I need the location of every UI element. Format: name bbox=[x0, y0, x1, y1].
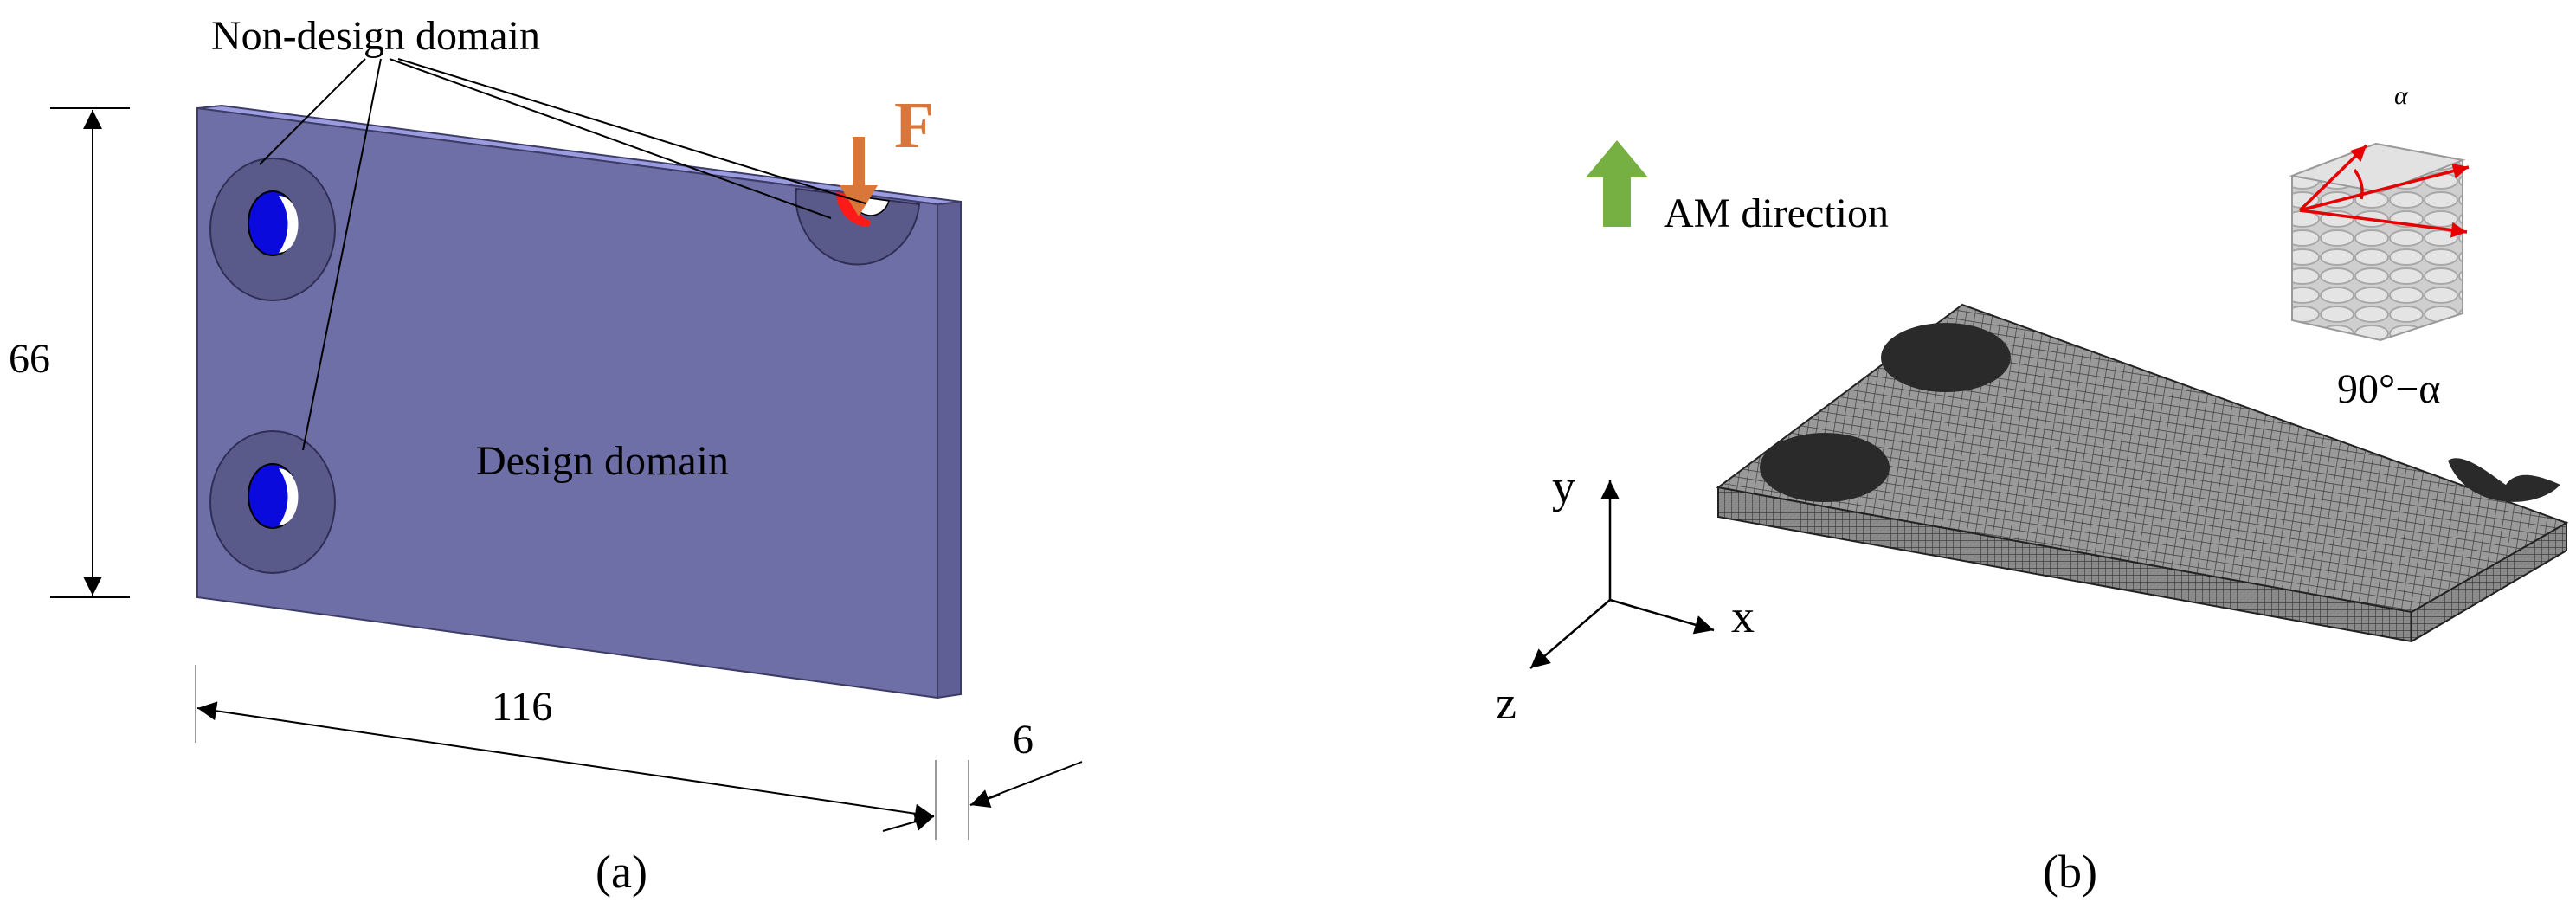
dimension-height bbox=[50, 107, 130, 598]
upper-hole bbox=[248, 190, 299, 256]
raster-block-inset: α bbox=[2289, 81, 2470, 342]
lower-hole bbox=[248, 463, 299, 529]
angle-label: 90°−α bbox=[2337, 366, 2440, 412]
coordinate-axes bbox=[1530, 480, 1715, 669]
axis-y-label: y bbox=[1552, 461, 1575, 512]
dimension-thickness-label: 6 bbox=[1013, 717, 1034, 763]
non-design-leader-lines bbox=[259, 58, 866, 451]
fiber-orientation-arrows bbox=[2298, 144, 2470, 238]
axis-z-arrow bbox=[1530, 599, 1611, 669]
am-direction-arrow bbox=[1586, 140, 1648, 227]
load-region bbox=[836, 192, 871, 227]
force-label: F bbox=[894, 89, 934, 162]
design-domain-label: Design domain bbox=[476, 438, 729, 484]
panel-a: F Non-design domain Design domain 66 116 bbox=[9, 13, 1083, 898]
mesh-non-design-hole-upper bbox=[1881, 323, 2011, 392]
dimension-thickness bbox=[882, 761, 1083, 832]
non-design-domain-label: Non-design domain bbox=[211, 13, 540, 59]
caption-b: (b) bbox=[2043, 846, 2097, 898]
meshed-plate bbox=[1716, 303, 2569, 643]
panel-b: AM direction y x z bbox=[1496, 81, 2569, 898]
mesh-non-design-notch bbox=[2448, 458, 2560, 502]
non-design-region-load-notch bbox=[795, 187, 921, 266]
dimension-width-arrow bbox=[196, 701, 935, 823]
axis-z-label: z bbox=[1496, 677, 1517, 729]
plate-side-face bbox=[937, 200, 962, 699]
am-direction-label: AM direction bbox=[1664, 190, 1889, 236]
alpha-symbol: α bbox=[2394, 81, 2409, 110]
axis-x-arrow bbox=[1609, 598, 1715, 635]
mesh-non-design-hole-lower bbox=[1760, 433, 1890, 502]
caption-a: (a) bbox=[596, 846, 647, 898]
dimension-height-label: 66 bbox=[9, 336, 50, 382]
dimension-width-label: 116 bbox=[492, 684, 552, 730]
plate-front-face bbox=[196, 106, 938, 699]
axis-x-label: x bbox=[1731, 590, 1755, 642]
dimension-width bbox=[195, 665, 969, 840]
